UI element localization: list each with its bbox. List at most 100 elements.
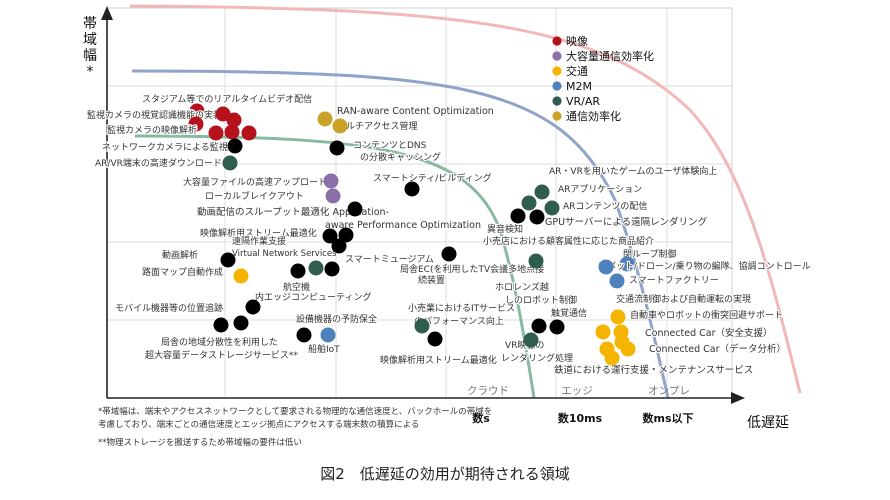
point-label-24: 船舶IoT [308, 343, 340, 355]
x-axis-arrow [731, 392, 745, 404]
point-marker-5 [227, 138, 243, 154]
point-label-42: 鉄道における運行支援・メンテナンスサービス [554, 364, 753, 376]
legend-label-1: 大容量通信効率化 [566, 49, 654, 63]
legend-label-3: M2M [566, 80, 592, 93]
point-marker-6 [329, 140, 345, 156]
footnote-1: *帯域幅は、端末やアクセスネットワークとして要求される物理的な通信速度と、バック… [98, 407, 493, 417]
x-tick-label-1: 数10ms [558, 411, 603, 425]
x-tick-label-0: 数s [472, 411, 490, 425]
point-label-33: ロボット/ドローン/乗り物の編隊、協調コントロール [598, 260, 811, 272]
point-label-5: ネットワークカメラによる監視 [102, 141, 228, 153]
legend-marker-3 [552, 81, 562, 91]
point-label-28: ARコンテンツの配信 [563, 200, 647, 212]
zone-label-0: クラウド [467, 385, 509, 397]
point-marker-37 [610, 309, 626, 325]
point-label-21: 設備機器の予防保全 [296, 313, 377, 325]
point-marker-27 [521, 195, 537, 211]
point-label-29: 異音検知 [487, 223, 523, 235]
point-label-36: 触覚通信 [551, 307, 587, 319]
point-marker-26 [534, 184, 550, 200]
point-marker-13 [338, 227, 354, 243]
point-marker-18-1 [324, 261, 340, 277]
point-label-31: 小売店における顧客属性に応じた商品紹介 [483, 235, 654, 247]
point-label-10: ローカルブレイクアウト [205, 190, 304, 202]
point-marker-21 [296, 327, 312, 343]
point-marker-24 [320, 327, 336, 343]
point-label-11-1: aware Performance Optimization [325, 220, 481, 231]
point-marker-23-0 [213, 317, 229, 333]
point-marker-11 [347, 201, 363, 217]
point-label-37: 交通流制御および自動運転の実現 [616, 293, 751, 305]
point-label-30: GPUサーバーによる遠隔レンダリング [545, 216, 708, 228]
legend-marker-5 [552, 111, 562, 121]
point-marker-40-0 [620, 341, 636, 357]
point-label-3: RAN-aware Content Optimization [337, 106, 494, 117]
y-axis-label-char-3: * [87, 64, 94, 80]
boundary-curve-cloud [134, 134, 536, 399]
point-label-26: AR・VRを用いたゲームのユーザ体験向上 [549, 165, 717, 177]
point-marker-33 [598, 259, 614, 275]
point-label-19-1: 続装置 [418, 274, 445, 286]
point-marker-10 [325, 188, 341, 204]
point-marker-20 [245, 299, 261, 315]
point-label-2: 監視カメラの映像解析 [107, 124, 197, 136]
legend-label-5: 通信効率化 [566, 109, 621, 123]
legend-label-4: VR/AR [566, 95, 600, 108]
point-marker-0 [189, 103, 205, 119]
point-label-41-1: レンダリング処理 [501, 352, 573, 364]
legend-marker-1 [552, 51, 562, 61]
y-axis-label-char-0: 帯 [83, 16, 97, 32]
point-marker-30 [529, 209, 545, 225]
point-label-16: スマートミュージアム [345, 254, 434, 265]
point-label-22-0: 小売業におけるITサービス [408, 302, 515, 314]
point-label-39: Connected Car（安全支援） [645, 327, 773, 339]
point-marker-9 [323, 173, 339, 189]
point-marker-1-0 [188, 116, 204, 132]
point-label-17: 路面マップ自動作成 [142, 266, 223, 278]
point-label-15: 動画解析 [162, 249, 198, 261]
point-label-35-1: しのロボット制御 [505, 294, 577, 306]
point-marker-1-1 [215, 106, 231, 122]
point-marker-31 [528, 253, 544, 269]
point-label-18-0: 航空機 [283, 281, 310, 293]
point-label-11-0: 動画配信のスループット最適化 Application- [197, 206, 389, 218]
footnote-3: **物理ストレージを搬送するため帯域幅の要件は低い [98, 438, 302, 448]
point-label-23-0: 局舎の地域分散性を利用した [161, 336, 278, 348]
point-marker-2-3 [208, 125, 224, 141]
point-marker-36 [549, 319, 565, 335]
x-tick-label-2: 数ms以下 [642, 411, 693, 425]
point-marker-15 [220, 252, 236, 268]
point-label-18-1: 内エッジコンピューティング [255, 291, 371, 303]
point-marker-41 [523, 332, 539, 348]
point-label-19-0: 局舎EC(を利用したTV会議多地点接 [400, 263, 544, 275]
point-label-14: Virtual Network Services [232, 249, 337, 259]
point-label-8: スマートシティ/ビルディング [373, 172, 492, 184]
point-label-25: 映像解析用ストリーム最適化 [380, 354, 497, 366]
zone-label-2: オンプレ [648, 385, 690, 397]
point-marker-7 [222, 155, 238, 171]
legend-label-0: 映像 [566, 35, 588, 48]
y-axis-label-char-1: 域 [83, 32, 97, 48]
point-label-6-1: の分散キャッシング [360, 151, 441, 163]
point-label-13: 遠隔作業支援 [232, 235, 286, 247]
point-marker-12 [322, 228, 338, 244]
point-marker-16 [308, 260, 324, 276]
legend-marker-0 [552, 36, 562, 46]
figure-caption: 図2 低遅延の効用が期待される領域 [320, 465, 570, 483]
point-marker-32 [619, 256, 635, 272]
point-marker-8 [404, 181, 420, 197]
point-marker-3 [317, 111, 333, 127]
point-marker-23-1 [233, 315, 249, 331]
zone-label-1: エッジ [561, 385, 593, 397]
point-marker-29 [510, 208, 526, 224]
point-label-34: スマートファクトリー [629, 275, 719, 286]
point-marker-18-0 [290, 263, 306, 279]
y-axis-label-char-2: 幅 [83, 48, 97, 64]
point-label-22-1: のパフォーマンス向上 [414, 315, 504, 327]
point-marker-2-1 [224, 124, 240, 140]
point-marker-17 [233, 268, 249, 284]
point-marker-34 [609, 273, 625, 289]
point-marker-14 [331, 238, 347, 254]
point-marker-28 [544, 200, 560, 216]
point-label-1: 監視カメラの視覚認識機能の実装 [87, 109, 222, 121]
